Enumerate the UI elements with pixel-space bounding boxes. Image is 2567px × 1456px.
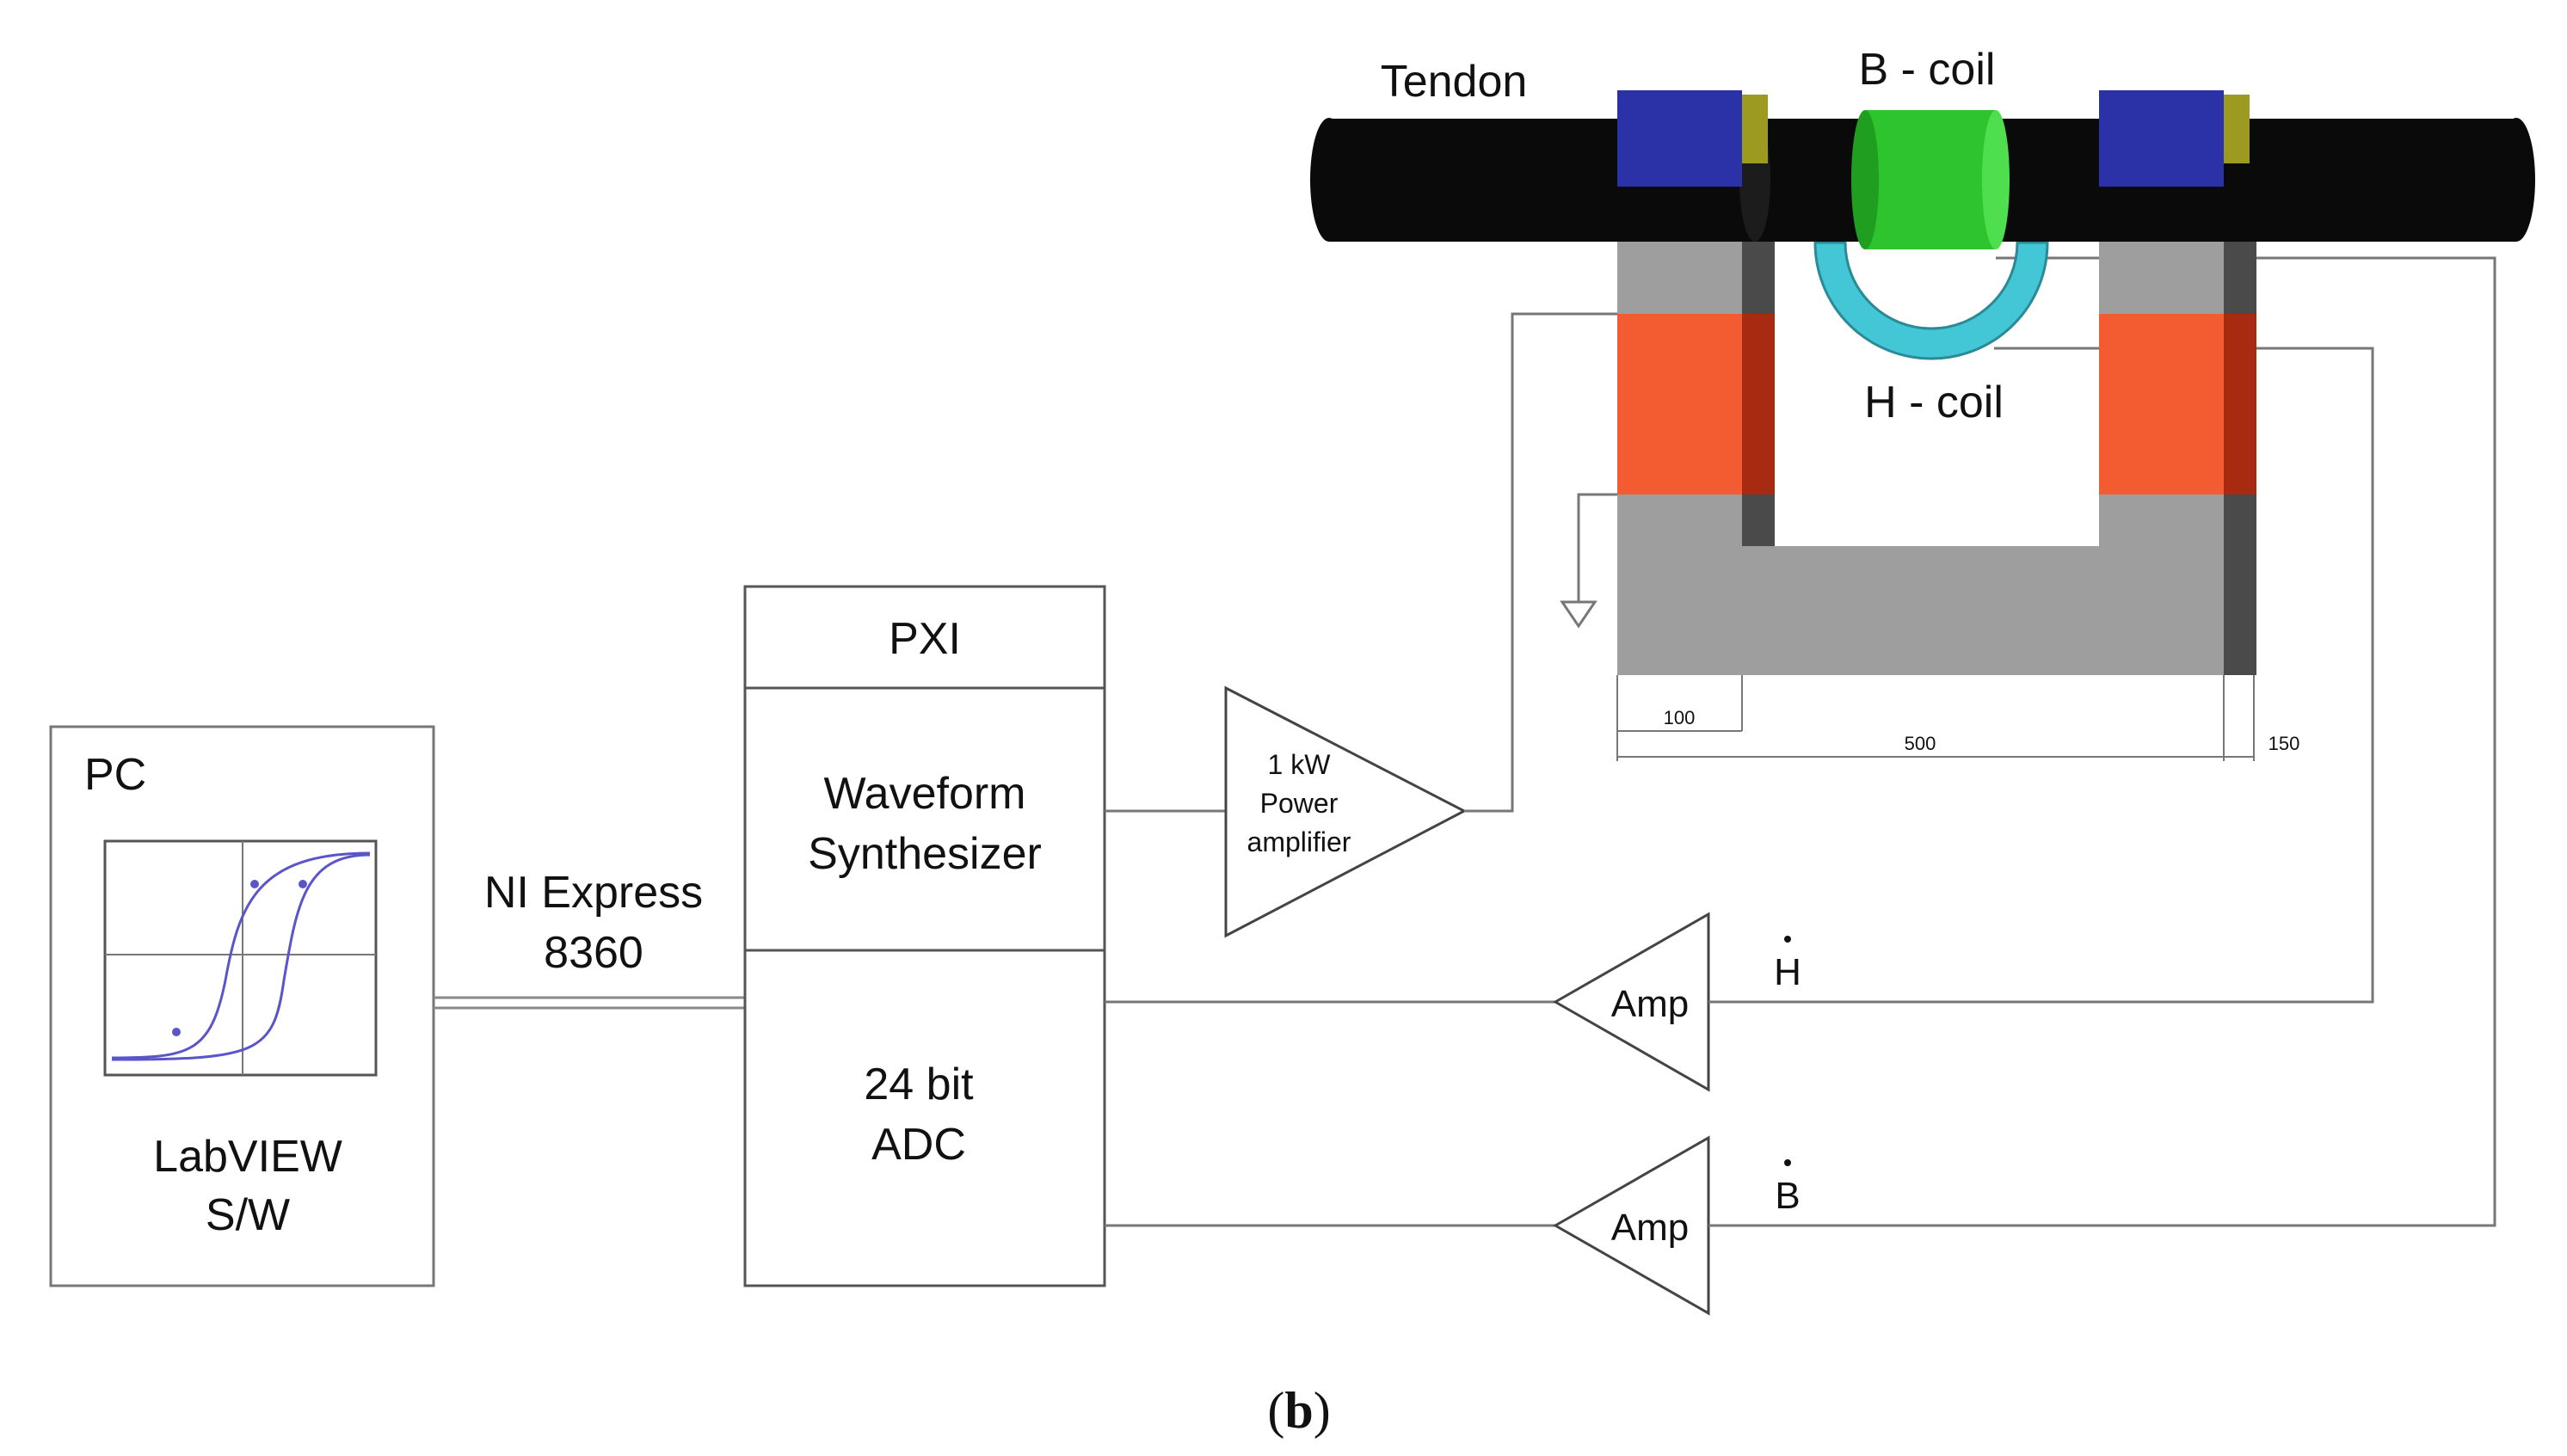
power-amplifier: 1 kW Power amplifier [1105,312,1617,938]
synth-label-line1: Waveform [824,769,1026,819]
dimension-lines: 100 500 150 [1616,675,2300,761]
software-label-line2: S/W [206,1190,290,1240]
b-dot-accent [1784,1159,1791,1166]
h-coil-label: H - coil [1864,378,2004,427]
dim-left: 100 [1664,707,1696,728]
h-signal-label: H [1774,951,1801,993]
h-coil-ring [1813,241,2049,360]
yoke-base [1742,546,2112,675]
synth-label-line2: Synthesizer [808,829,1042,879]
link-label-line2: 8360 [544,928,643,978]
pole-cap-right [2099,90,2224,187]
power-amp-line3: amplifier [1247,826,1351,857]
b-coil-label: B - coil [1859,45,1996,95]
hysteresis-plot-icon [103,839,378,1077]
dim-middle: 500 [1905,733,1936,754]
magnet-coil-right [2099,314,2224,495]
pc-title: PC [84,750,146,800]
b-signal-label: B [1775,1175,1800,1217]
ni-express-link: NI Express 8360 [434,868,745,1010]
ground-symbol [1560,493,1617,629]
h-dot-accent [1784,936,1791,943]
pxi-title: PXI [889,614,961,664]
h-amp-label: Amp [1611,983,1689,1025]
sensor-assembly: Tendon B - coil H - coil 100 500 150 [1310,45,2535,761]
magnet-coil-left [1617,314,1742,495]
b-amp-label: Amp [1611,1207,1689,1249]
power-amp-line2: Power [1260,788,1339,819]
pole-cap-left [1617,90,1742,187]
dim-right: 150 [2268,733,2300,754]
tendon-label: Tendon [1381,57,1528,107]
figure-caption: (b) [1267,1382,1330,1439]
adc-label-line2: ADC [871,1120,966,1170]
b-coil-band [1865,110,1996,249]
adc-label-line1: 24 bit [864,1060,974,1109]
b-amplifier: Amp B [1105,256,2496,1316]
pxi-chassis: PXI Waveform Synthesizer 24 bit ADC [743,585,1106,1287]
power-amp-line1: 1 kW [1268,749,1332,780]
software-label-line1: LabVIEW [153,1132,342,1182]
pc-block: PC LabVIEW S/W [49,725,435,1287]
link-label-line1: NI Express [484,868,703,918]
